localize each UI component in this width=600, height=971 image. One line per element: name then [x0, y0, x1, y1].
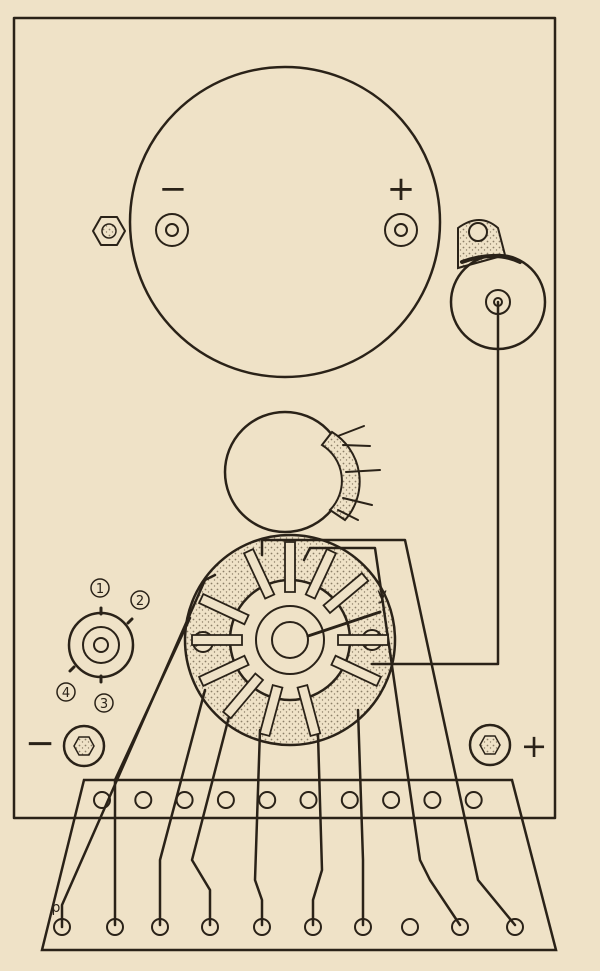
svg-text:4: 4	[62, 686, 70, 701]
wafer-rotor-arm	[306, 610, 382, 638]
terminal-hole	[299, 791, 318, 809]
contact-lug	[242, 547, 276, 600]
terminal-hole	[340, 791, 359, 809]
terminal-board	[40, 778, 558, 952]
terminal-holes-bottom	[53, 918, 524, 936]
panel-terminal-plus	[468, 723, 512, 767]
terminal-first-label: p	[52, 900, 61, 916]
terminal-hole	[175, 791, 194, 809]
wiring	[60, 300, 517, 929]
terminal-hole	[134, 791, 153, 809]
hex-nut-left	[92, 216, 126, 246]
contact-lug	[197, 654, 250, 688]
selector-position-2: 2	[130, 590, 150, 610]
wire-8	[302, 546, 462, 927]
contact-lug	[197, 592, 250, 626]
wafer-switch[interactable]	[183, 533, 397, 747]
contact-lug	[337, 634, 389, 646]
svg-text:1: 1	[96, 582, 104, 597]
wire-pot-to-switch	[370, 300, 500, 666]
terminal-hole	[451, 918, 469, 936]
front-panel	[12, 16, 557, 820]
wire-3	[158, 688, 207, 927]
wire-9	[260, 538, 517, 927]
contact-lug	[296, 683, 322, 738]
contact-lug	[322, 571, 370, 615]
contact-lug	[221, 672, 265, 720]
panel-plus-label: +	[521, 727, 548, 765]
meter-terminal-plus	[384, 213, 418, 247]
wire-7	[356, 708, 365, 927]
contact-lug	[284, 541, 296, 593]
potentiometer[interactable]	[449, 219, 547, 351]
terminal-hole	[258, 791, 277, 809]
meter-terminal-minus	[155, 213, 189, 247]
terminal-hole	[423, 791, 442, 809]
panel-terminal-minus	[62, 724, 106, 768]
contact-lug	[191, 634, 243, 646]
contact-lug	[258, 683, 284, 738]
meter-minus-label: −	[159, 169, 188, 209]
wire-6	[311, 733, 324, 927]
terminal-holes-top	[93, 791, 483, 809]
rotary-switch-small[interactable]	[223, 410, 381, 534]
wire-5	[253, 728, 264, 927]
terminal-hole	[464, 791, 483, 809]
meter-plus-label: +	[387, 169, 416, 209]
terminal-hole	[382, 791, 401, 809]
wire-2	[113, 616, 192, 927]
terminal-hole	[93, 791, 111, 809]
panel-minus-label: −	[25, 723, 55, 764]
selector-knob[interactable]	[67, 606, 135, 684]
selector-position-1: 1	[90, 578, 110, 598]
selector-position-3: 3	[94, 693, 114, 713]
terminal-hole	[216, 791, 235, 809]
contact-lug	[304, 547, 338, 600]
svg-text:2: 2	[136, 594, 144, 609]
terminal-hole	[401, 918, 419, 936]
wafer-contacts	[191, 541, 389, 738]
svg-text:3: 3	[100, 697, 108, 712]
selector-position-4: 4	[56, 682, 76, 702]
meter-face	[128, 65, 442, 379]
wire-4	[190, 703, 234, 927]
contact-lug	[330, 654, 383, 688]
terminal-hole	[506, 918, 524, 936]
